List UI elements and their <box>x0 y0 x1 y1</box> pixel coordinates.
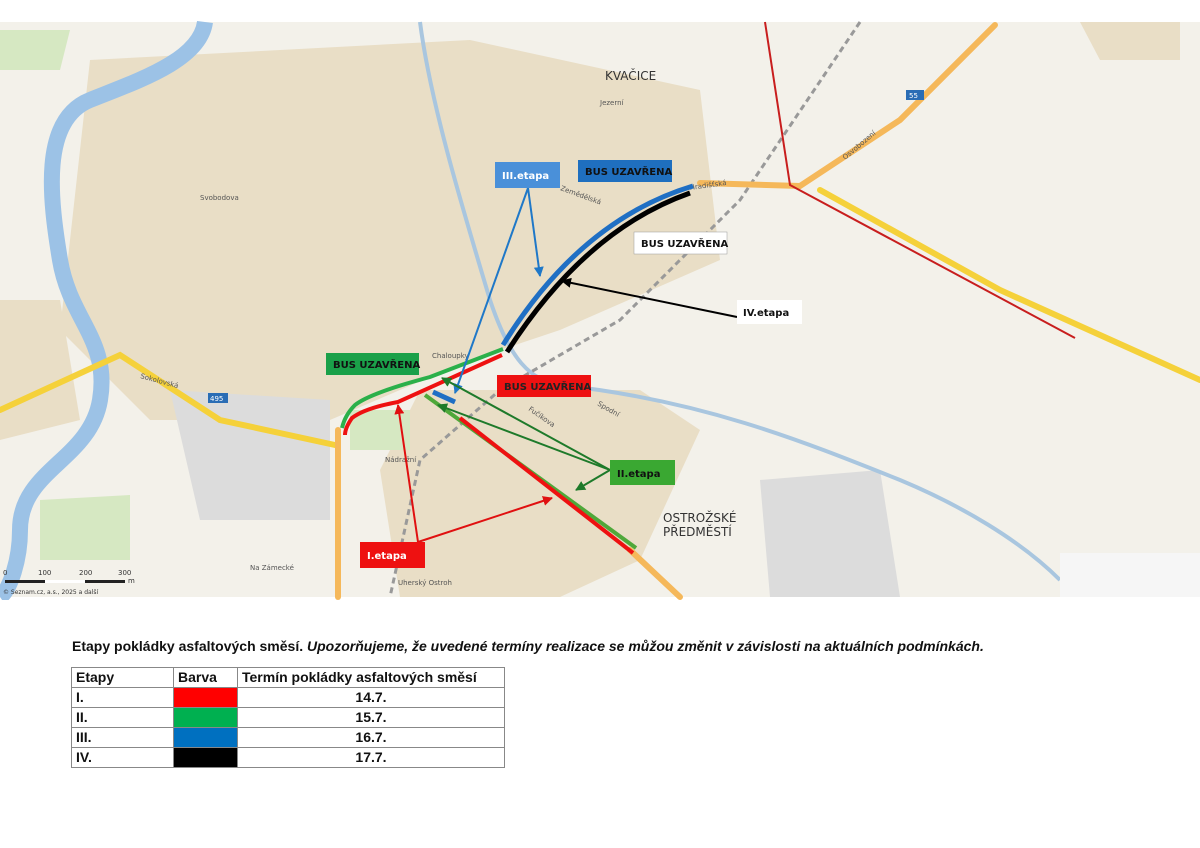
svg-text:55: 55 <box>909 92 918 100</box>
svg-text:II.etapa: II.etapa <box>617 469 660 480</box>
boundary-line <box>764 21 1076 339</box>
table-row: IV. 17.7. <box>71 747 505 768</box>
svg-text:BUS UZAVŘENA: BUS UZAVŘENA <box>333 358 420 371</box>
date-cell: 15.7. <box>237 707 505 728</box>
scale-bar: 0 100 200 300 m © Seznam.cz, a.s., 2025 … <box>3 569 135 596</box>
street-label: Jezerní <box>599 99 625 107</box>
street-label: Na Zámecké <box>250 564 294 572</box>
stage-cell: II. <box>71 707 174 728</box>
stage3-arrow <box>453 187 529 394</box>
stage1-line-diagonal <box>458 416 635 555</box>
svg-text:III.etapa: III.etapa <box>502 171 549 182</box>
street-label: Nádražní <box>385 456 417 464</box>
place-predmesti: PŘEDMĚSTÍ <box>663 524 732 539</box>
place-ostrozske: OSTROŽSKÉ <box>663 510 736 525</box>
road-number-495: 495 <box>208 393 228 403</box>
street-label: Uherský Ostroh <box>398 579 452 587</box>
date-cell: 17.7. <box>237 747 505 768</box>
stage-cell: IV. <box>71 747 174 768</box>
stage2-arrow <box>441 377 611 471</box>
stage4-arrow <box>561 277 738 318</box>
stage1-arrow <box>394 404 419 543</box>
stage2-line <box>340 347 504 429</box>
header-date: Termín pokládky asfaltových směsí <box>237 667 505 688</box>
street-label: Chaloupky <box>432 352 469 360</box>
green-areas <box>0 30 410 560</box>
svg-text:BUS UZAVŘENA: BUS UZAVŘENA <box>585 165 672 178</box>
map[interactable]: KVAČICE OSTROŽSKÉ PŘEDMĚSTÍ Chaloupky Ná… <box>0 0 1200 600</box>
svg-text:BUS UZAVŘENA: BUS UZAVŘENA <box>641 237 728 250</box>
header-stage: Etapy <box>71 667 174 688</box>
main-roads <box>0 22 1200 600</box>
stage1-arrow <box>417 496 553 543</box>
table-row: I. 14.7. <box>71 687 505 708</box>
bus-closed-blue: BUS UZAVŘENA <box>578 160 672 182</box>
header-color: Barva <box>173 667 238 688</box>
stage1-line <box>343 353 503 436</box>
bus-closed-red: BUS UZAVŘENA <box>497 375 591 397</box>
table-row: II. 15.7. <box>71 707 505 728</box>
street-label: Svobodova <box>200 194 239 202</box>
railway <box>388 21 862 598</box>
caption-bold: Etapy pokládky asfaltových směsí. <box>72 638 304 654</box>
color-swatch <box>173 747 238 768</box>
map-corner-panel <box>1060 553 1200 597</box>
svg-text:300: 300 <box>118 569 131 577</box>
stage3-label: III.etapa <box>495 162 560 188</box>
stage-cell: III. <box>71 727 174 748</box>
svg-text:IV.etapa: IV.etapa <box>743 308 789 319</box>
stage4-line <box>504 190 691 354</box>
caption: Etapy pokládky asfaltových směsí. Upozor… <box>72 638 984 654</box>
stage4-label: IV.etapa <box>737 300 802 324</box>
svg-text:495: 495 <box>210 395 223 403</box>
stage1-label: I.etapa <box>360 542 425 568</box>
caption-italic: Upozorňujeme, že uvedené termíny realiza… <box>307 638 984 654</box>
color-swatch <box>173 727 238 748</box>
svg-text:m: m <box>128 577 135 585</box>
stage2-arrow <box>437 403 611 471</box>
date-cell: 16.7. <box>237 727 505 748</box>
color-swatch <box>173 707 238 728</box>
stage3-line <box>500 183 694 347</box>
river <box>0 20 213 600</box>
table-header: Etapy Barva Termín pokládky asfaltových … <box>71 667 505 688</box>
svg-text:100: 100 <box>38 569 51 577</box>
svg-text:BUS UZAVŘENA: BUS UZAVŘENA <box>504 380 591 393</box>
stage2-arrow <box>575 469 611 491</box>
svg-text:200: 200 <box>79 569 92 577</box>
svg-text:0: 0 <box>3 569 7 577</box>
color-swatch <box>173 687 238 708</box>
stage3-short-line <box>431 389 457 405</box>
date-cell: 14.7. <box>237 687 505 708</box>
attribution: © Seznam.cz, a.s., 2025 a další <box>3 589 99 596</box>
bus-closed-green: BUS UZAVŘENA <box>326 353 420 375</box>
svg-text:I.etapa: I.etapa <box>367 551 407 562</box>
industrial-areas <box>170 390 900 597</box>
table-row: III. 16.7. <box>71 727 505 748</box>
place-kvacice: KVAČICE <box>605 68 656 83</box>
stage2-label: II.etapa <box>610 460 675 485</box>
stage3-arrow <box>527 187 544 277</box>
schedule-table: Etapy Barva Termín pokládky asfaltových … <box>71 667 505 768</box>
bus-closed-white: BUS UZAVŘENA <box>633 231 728 255</box>
stage-cell: I. <box>71 687 174 708</box>
road-number-55: 55 <box>906 90 924 100</box>
